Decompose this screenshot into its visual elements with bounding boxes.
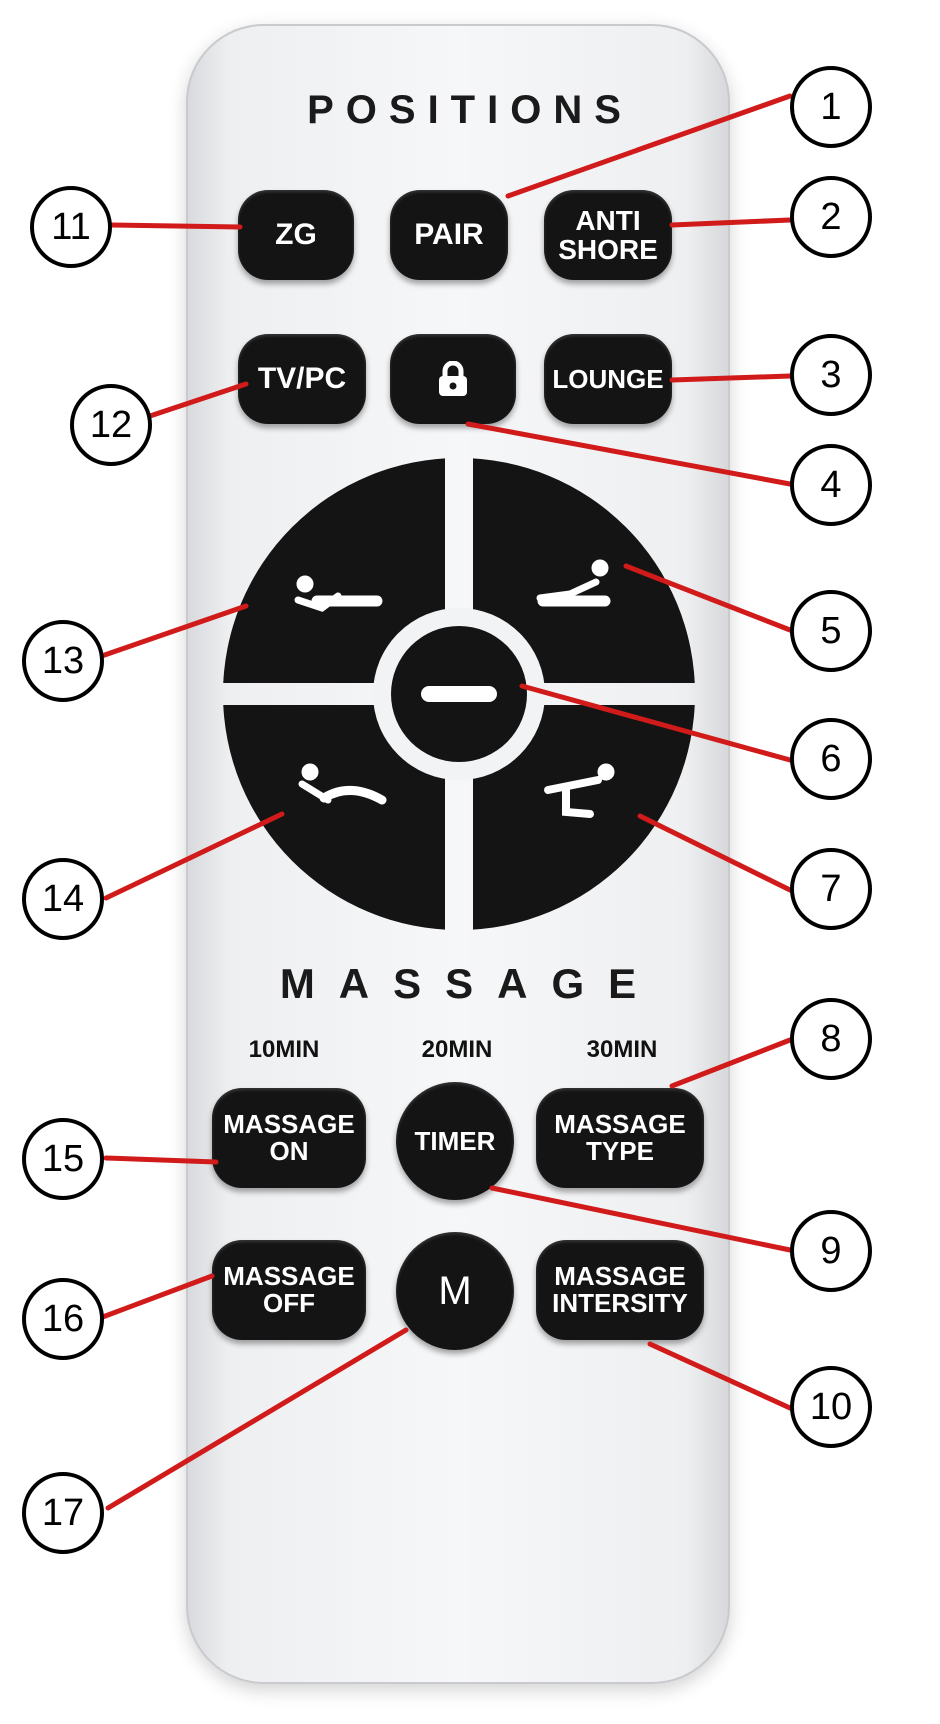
callout-13: 13 xyxy=(22,620,104,702)
memory-button[interactable]: M xyxy=(396,1232,514,1350)
anti-snore-button[interactable]: ANTI SHORE xyxy=(544,190,672,280)
anti-snore-label-line2: SHORE xyxy=(558,234,658,265)
leader-line-1 xyxy=(505,93,793,199)
leader-line-2 xyxy=(669,217,793,228)
callout-5: 5 xyxy=(790,590,872,672)
leader-line-5 xyxy=(623,563,793,633)
massage-off-label-line1: MASSAGE xyxy=(223,1260,355,1291)
massage-intensity-label-line2: INTERSITY xyxy=(552,1288,688,1318)
callout-6: 6 xyxy=(790,718,872,800)
massage-on-button[interactable]: MASSAGE ON xyxy=(212,1088,366,1188)
massage-intensity-label-line1: MASSAGE xyxy=(554,1260,686,1291)
timer-button[interactable]: TIMER xyxy=(396,1082,514,1200)
timer-label-10min: 10MIN xyxy=(248,1036,320,1063)
leader-line-4 xyxy=(465,421,793,487)
callout-4: 4 xyxy=(790,444,872,526)
leader-line-14 xyxy=(103,811,285,901)
massage-type-button[interactable]: MASSAGE TYPE xyxy=(536,1088,704,1188)
lock-button[interactable] xyxy=(390,334,516,424)
massage-title: MASSAGE xyxy=(279,960,661,1007)
massage-off-label-line2: OFF xyxy=(263,1288,315,1318)
callout-14: 14 xyxy=(22,858,104,940)
head-up-icon xyxy=(536,559,611,607)
minus-icon xyxy=(421,686,497,702)
tv-pc-button[interactable]: TV/PC xyxy=(238,334,366,424)
callout-17: 17 xyxy=(22,1472,104,1554)
massage-type-label-line1: MASSAGE xyxy=(554,1108,686,1139)
massage-type-label-line2: TYPE xyxy=(586,1136,654,1166)
callout-15: 15 xyxy=(22,1118,104,1200)
positions-title: POSITIONS xyxy=(307,88,633,132)
leader-line-7 xyxy=(637,813,793,893)
leader-line-17 xyxy=(105,1327,409,1511)
leader-line-6 xyxy=(519,683,793,763)
pad-quadrant-bottom-left[interactable] xyxy=(223,458,695,930)
callout-3: 3 xyxy=(790,334,872,416)
lounge-button[interactable]: LOUNGE xyxy=(544,334,672,424)
leader-line-10 xyxy=(647,1341,793,1411)
lock-icon xyxy=(439,361,467,396)
pad-quadrant-top-right[interactable] xyxy=(223,458,695,930)
timer-label-20min: 20MIN xyxy=(421,1036,493,1063)
leader-line-3 xyxy=(669,373,793,383)
callout-2: 2 xyxy=(790,176,872,258)
reclined-legs-up-icon xyxy=(294,575,383,612)
leader-line-12 xyxy=(147,381,249,419)
zg-button[interactable]: ZG xyxy=(238,190,354,280)
leader-line-9 xyxy=(489,1185,793,1253)
leader-line-15 xyxy=(103,1155,219,1165)
callout-12: 12 xyxy=(70,384,152,466)
pair-button[interactable]: PAIR xyxy=(390,190,508,280)
callout-11: 11 xyxy=(30,186,112,268)
zero-gravity-icon xyxy=(544,763,615,818)
callout-8: 8 xyxy=(790,998,872,1080)
callout-1: 1 xyxy=(790,66,872,148)
massage-on-label-line2: ON xyxy=(269,1136,309,1166)
leader-line-11 xyxy=(109,222,243,230)
massage-off-button[interactable]: MASSAGE OFF xyxy=(212,1240,366,1340)
massage-intensity-button[interactable]: MASSAGE INTERSITY xyxy=(536,1240,704,1340)
massage-on-label-line1: MASSAGE xyxy=(223,1108,355,1139)
callout-9: 9 xyxy=(790,1210,872,1292)
callout-16: 16 xyxy=(22,1278,104,1360)
leader-line-13 xyxy=(93,603,249,661)
leader-line-8 xyxy=(669,1037,793,1089)
callout-7: 7 xyxy=(790,848,872,930)
pad-quadrant-top-left[interactable] xyxy=(223,458,695,930)
timer-label-30min: 30MIN xyxy=(586,1036,658,1063)
anti-snore-label-line1: ANTI xyxy=(575,204,641,236)
recline-icon xyxy=(298,763,387,805)
leader-line-16 xyxy=(97,1273,215,1321)
callout-10: 10 xyxy=(790,1366,872,1448)
